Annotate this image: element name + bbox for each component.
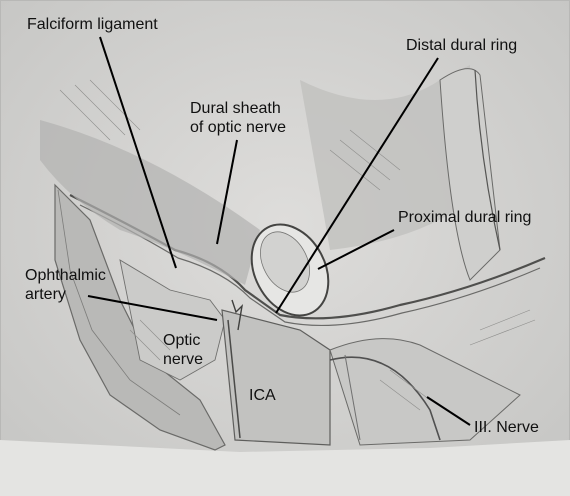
ophthalmic-line2: artery — [25, 285, 106, 304]
distal-text: Distal dural ring — [406, 36, 517, 55]
proximal-text: Proximal dural ring — [398, 208, 531, 227]
dural-sheath-line2: of optic nerve — [190, 118, 286, 137]
third-nerve-text: III. Nerve — [474, 418, 539, 437]
label-falciform-ligament: Falciform ligament — [27, 15, 158, 34]
falciform-text: Falciform ligament — [27, 15, 158, 34]
label-third-nerve: III. Nerve — [474, 418, 539, 437]
label-dural-sheath: Dural sheath of optic nerve — [190, 99, 286, 137]
optic-line1: Optic — [163, 331, 203, 350]
label-ophthalmic-artery: Ophthalmic artery — [25, 266, 106, 304]
optic-line2: nerve — [163, 350, 203, 369]
ophthalmic-line1: Ophthalmic — [25, 266, 106, 285]
ica-text: ICA — [249, 386, 276, 405]
label-distal-dural-ring: Distal dural ring — [406, 36, 517, 55]
label-optic-nerve: Optic nerve — [163, 331, 203, 369]
dural-sheath-line1: Dural sheath — [190, 99, 286, 118]
label-proximal-dural-ring: Proximal dural ring — [398, 208, 531, 227]
label-ica: ICA — [249, 386, 276, 405]
